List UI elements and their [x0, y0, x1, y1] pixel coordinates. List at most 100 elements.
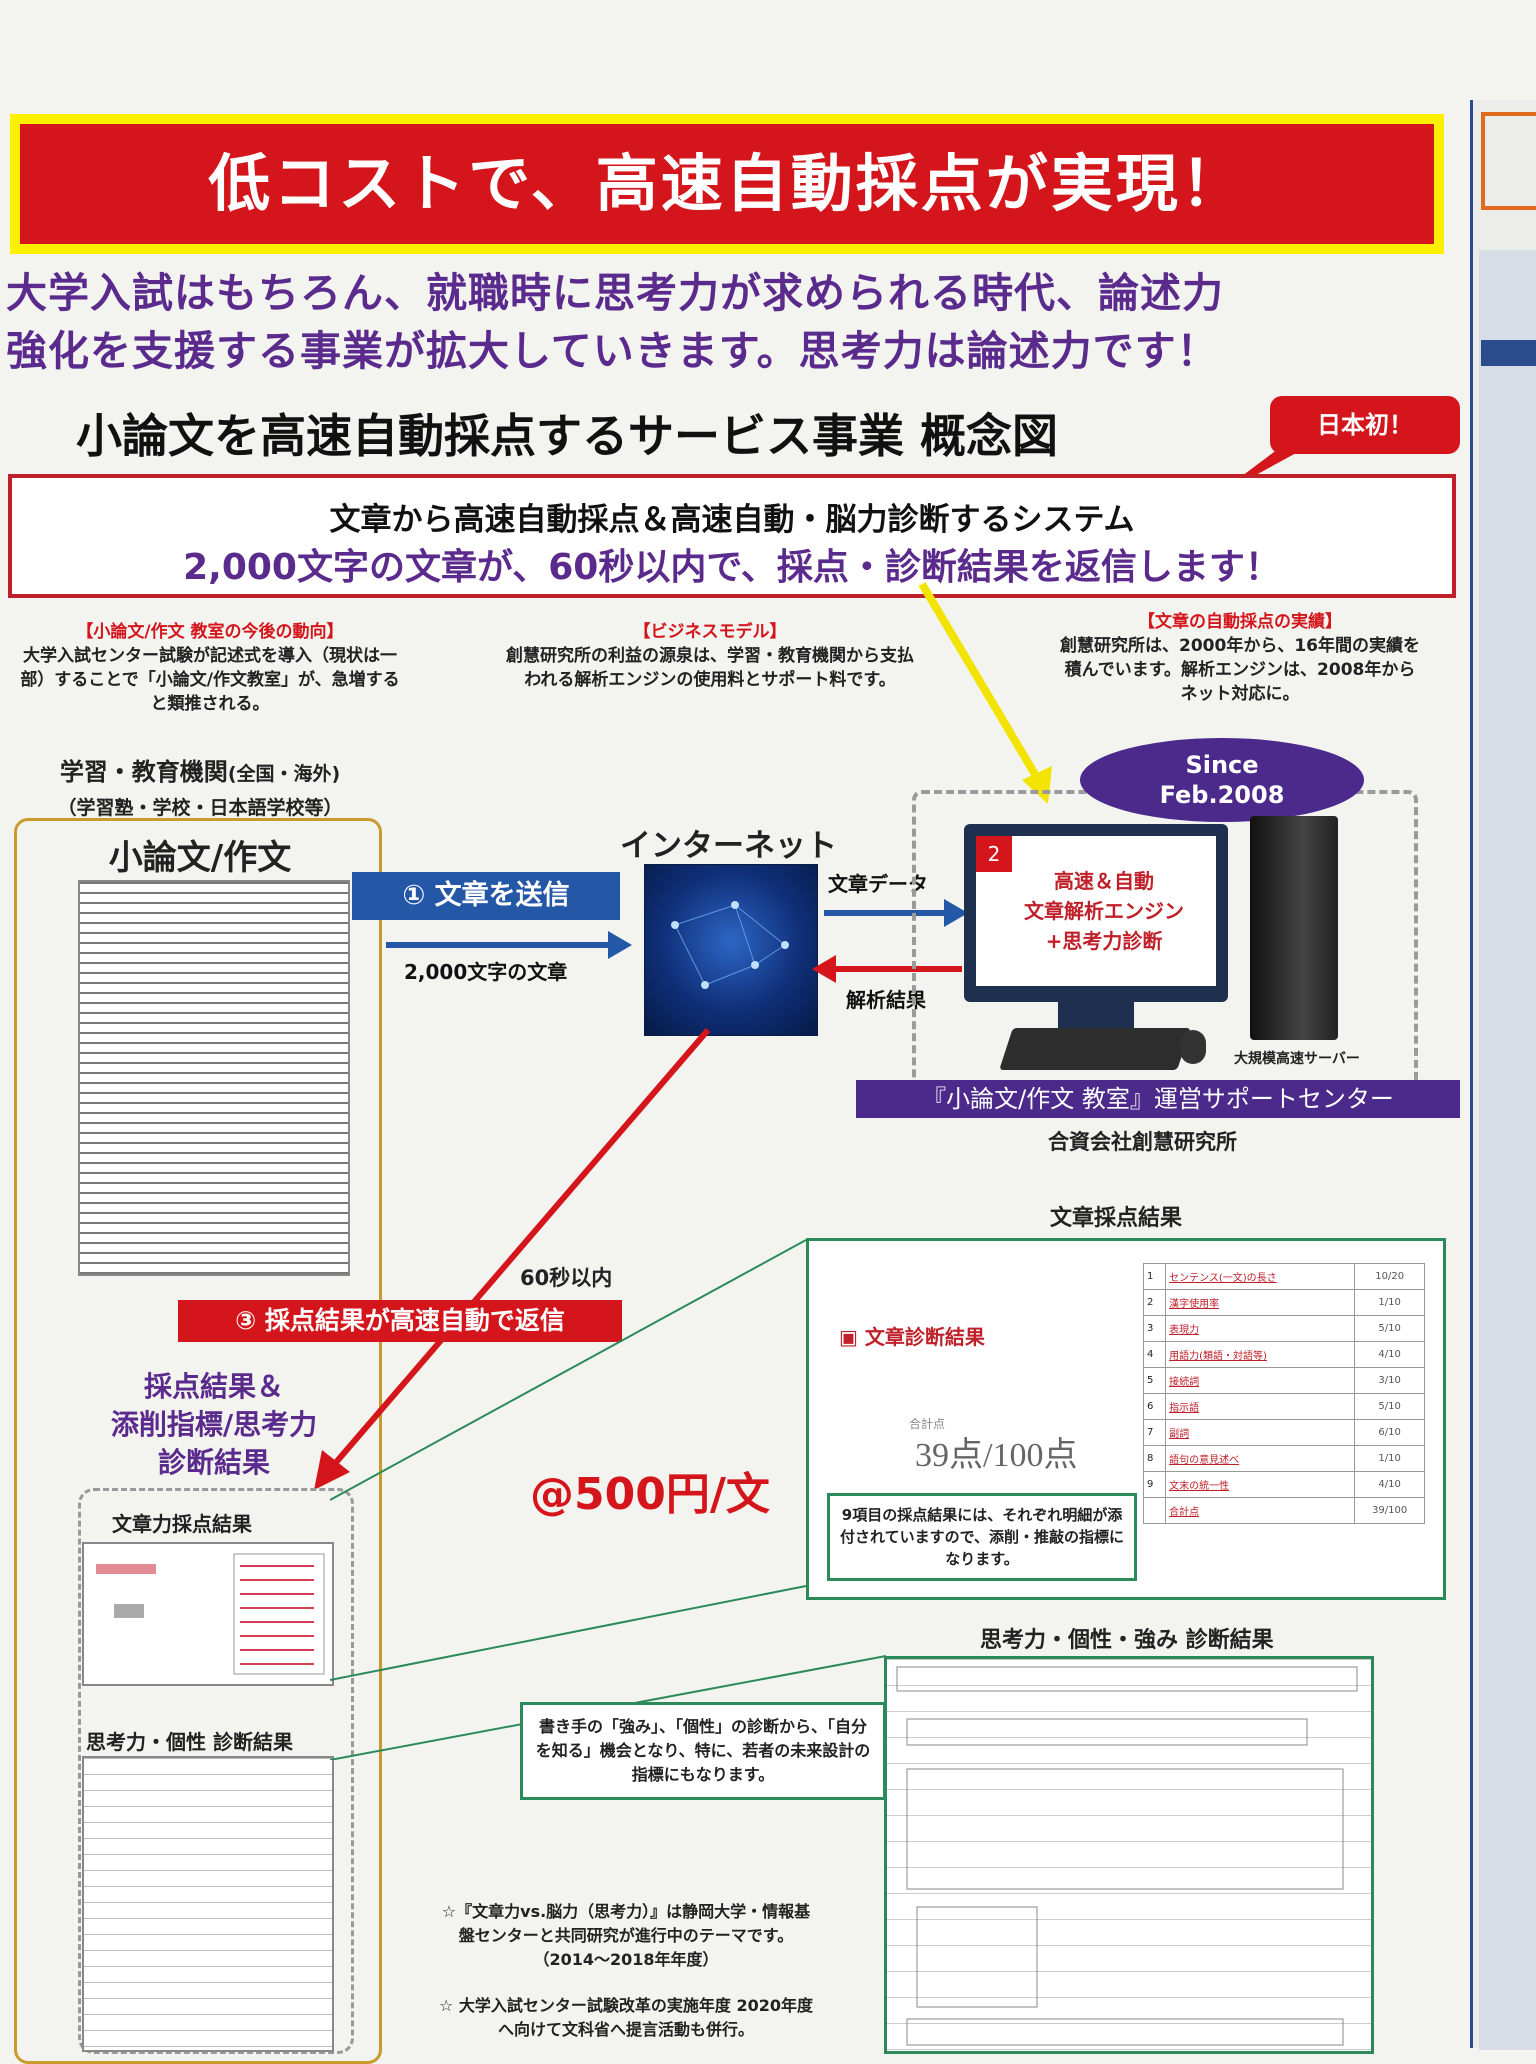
step1-label: ① 文章を送信 [352, 872, 620, 920]
institution-scope: (全国・海外) [227, 763, 341, 785]
score-points: 4/10 [1354, 1471, 1425, 1498]
score-item: 合計点 [1165, 1497, 1356, 1524]
diagnosis-title: ▣ 文章診断結果 [839, 1321, 985, 1350]
since-label: Since [1185, 751, 1259, 779]
engine-line-1: 高速＆自動 [1054, 869, 1154, 893]
results-heading-line-3: 診断結果 [157, 1446, 270, 1479]
thinking-panel-heading: 思考力・個性・強み 診断結果 [980, 1628, 1274, 1653]
score-points: 39/100 [1354, 1497, 1425, 1524]
engine-line-3: +思考力診断 [1045, 929, 1163, 953]
concept-title: 小論文を高速自動採点するサービス事業 概念図 [76, 409, 1059, 463]
score-points: 5/10 [1354, 1315, 1425, 1342]
score-panel: ▣ 文章診断結果 合計点 39点/100点 9項目の採点結果には、それぞれ明細が… [806, 1238, 1446, 1600]
institution-subtitle: （学習塾・学校・日本語学校等） [57, 797, 343, 819]
adjacent-page-edge [1470, 100, 1536, 2050]
engine-line-2: 文章解析エンジン [1024, 899, 1184, 923]
thinking-form-image [896, 1666, 1358, 2046]
lead-text: 大学入試はもちろん、就職時に思考力が求められる時代、論述力 強化を支援する事業が… [6, 264, 1456, 380]
score-points: 1/10 [1354, 1445, 1425, 1472]
writing-thumb-lines [96, 1553, 325, 1675]
data-arrow-shaft [824, 910, 948, 916]
since-date: Feb.2008 [1159, 781, 1285, 809]
footnotes: ☆『文章力vs.脳力（思考力）』は静岡大学・情報基盤センターと共同研究が進行中の… [436, 1900, 816, 2042]
thinking-score-title: 思考力・個性 診断結果 [86, 1730, 293, 1754]
score-no: 1 [1142, 1263, 1167, 1290]
keyboard-image [999, 1028, 1191, 1070]
score-no: 6 [1142, 1393, 1167, 1420]
score-item: 表現力 [1165, 1315, 1356, 1342]
trend-note-body: 大学入試センター試験が記述式を導入（現状は一部）することで「小論文/作文教室」が… [20, 646, 400, 714]
system-line-2: 2,000文字の文章が、60秒以内で、採点・診断結果を返信します！ [183, 547, 1281, 588]
result-arrow-shaft [834, 966, 962, 972]
internet-title: インターネット [620, 828, 837, 864]
score-no: 7 [1142, 1419, 1167, 1446]
score-points: 10/20 [1354, 1263, 1425, 1290]
engine-text: 高速＆自動 文章解析エンジン +思考力診断 [1004, 866, 1204, 956]
institution-name: 学習・教育機関 [59, 758, 228, 786]
send-arrow-shaft [386, 942, 612, 948]
score-no: 4 [1142, 1341, 1167, 1368]
thinking-score-thumbnail [82, 1756, 334, 2052]
diagnosis-title-text: 文章診断結果 [864, 1325, 985, 1349]
score-panel-heading: 文章採点結果 [1050, 1206, 1183, 1231]
score-points: 1/10 [1354, 1289, 1425, 1316]
track-record-body: 創慧研究所は、2000年から、16年間の実績を積んでいます。解析エンジンは、20… [1060, 636, 1420, 704]
score-item: センテンス(一文)の長さ [1165, 1263, 1356, 1290]
score-points: 6/10 [1354, 1419, 1425, 1446]
monitor-stand [1058, 1002, 1134, 1032]
yellow-arrow [918, 581, 1052, 804]
text-data-label: 文章データ [828, 872, 928, 896]
result-arrow-head [812, 955, 836, 983]
score-no: 9 [1142, 1471, 1167, 1498]
banner-title: 低コストで、高速自動採点が実現！ [20, 124, 1434, 244]
adjacent-page-band [1481, 340, 1536, 366]
score-item: 指示語 [1165, 1393, 1356, 1420]
score-item: 漢字使用率 [1165, 1289, 1356, 1316]
trend-note: 【小論文/作文 教室の今後の動向】 大学入試センター試験が記述式を導入（現状は一… [20, 620, 400, 716]
score-item: 文末の統一性 [1165, 1471, 1356, 1498]
business-model-body: 創慧研究所の利益の源泉は、学習・教育機関から支払われる解析エンジンの使用料とサポ… [506, 646, 914, 690]
total-score: 39点/100点 [915, 1437, 1078, 1474]
system-summary-box: 文章から高速自動採点＆高速自動・脳力診断するシステム 2,000文字の文章が、6… [8, 474, 1456, 598]
score-no: 5 [1142, 1367, 1167, 1394]
send-arrow-head [608, 931, 632, 959]
lead-line-1: 大学入試はもちろん、就職時に思考力が求められる時代、論述力 [6, 269, 1224, 317]
trend-note-head: 【小論文/作文 教室の今後の動向】 [76, 622, 344, 642]
lead-line-2: 強化を支援する事業が拡大していきます。思考力は論述力です！ [6, 327, 1219, 375]
writing-score-title: 文章力採点結果 [112, 1512, 252, 1536]
total-label: 合計点 [909, 1417, 946, 1431]
score-no [1142, 1497, 1167, 1524]
chars-label: 2,000文字の文章 [404, 960, 568, 984]
institution-title: 学習・教育機関(全国・海外) （学習塾・学校・日本語学校等） [30, 756, 370, 824]
return-arrow [314, 1028, 711, 1490]
diagnosis-icon: ▣ [839, 1325, 865, 1349]
mouse-image [1180, 1030, 1206, 1064]
essay-document-image [78, 880, 350, 1276]
engine-monitor: 2 高速＆自動 文章解析エンジン +思考力診断 [964, 824, 1228, 1002]
results-heading: 採点結果＆ 添削指標/思考力 診断結果 [94, 1368, 334, 1482]
business-model-note: 【ビジネスモデル】 創慧研究所の利益の源泉は、学習・教育機関から支払われる解析エ… [500, 620, 920, 692]
results-heading-line-1: 採点結果＆ [143, 1370, 284, 1403]
results-heading-line-2: 添削指標/思考力 [110, 1408, 318, 1441]
price-label: @500円/文 [530, 1469, 770, 1520]
title-banner: 低コストで、高速自動採点が実現！ [10, 114, 1444, 254]
server-tower-image [1250, 816, 1338, 1040]
score-points: 4/10 [1354, 1341, 1425, 1368]
adjacent-page-strip [1479, 250, 1536, 2050]
adjacent-page-tab [1481, 112, 1536, 210]
track-record-note: 【文章の自動採点の実績】 創慧研究所は、2000年から、16年間の実績を積んでい… [1060, 610, 1420, 706]
score-item: 語句の意見述べ [1165, 1445, 1356, 1472]
score-no: 2 [1142, 1289, 1167, 1316]
since-badge: Since Feb.2008 [1080, 738, 1364, 822]
footnote-2: ☆ 大学入試センター試験改革の実施年度 2020年度へ向けて文科省へ提言活動も併… [438, 1996, 814, 2039]
score-item: 接続詞 [1165, 1367, 1356, 1394]
